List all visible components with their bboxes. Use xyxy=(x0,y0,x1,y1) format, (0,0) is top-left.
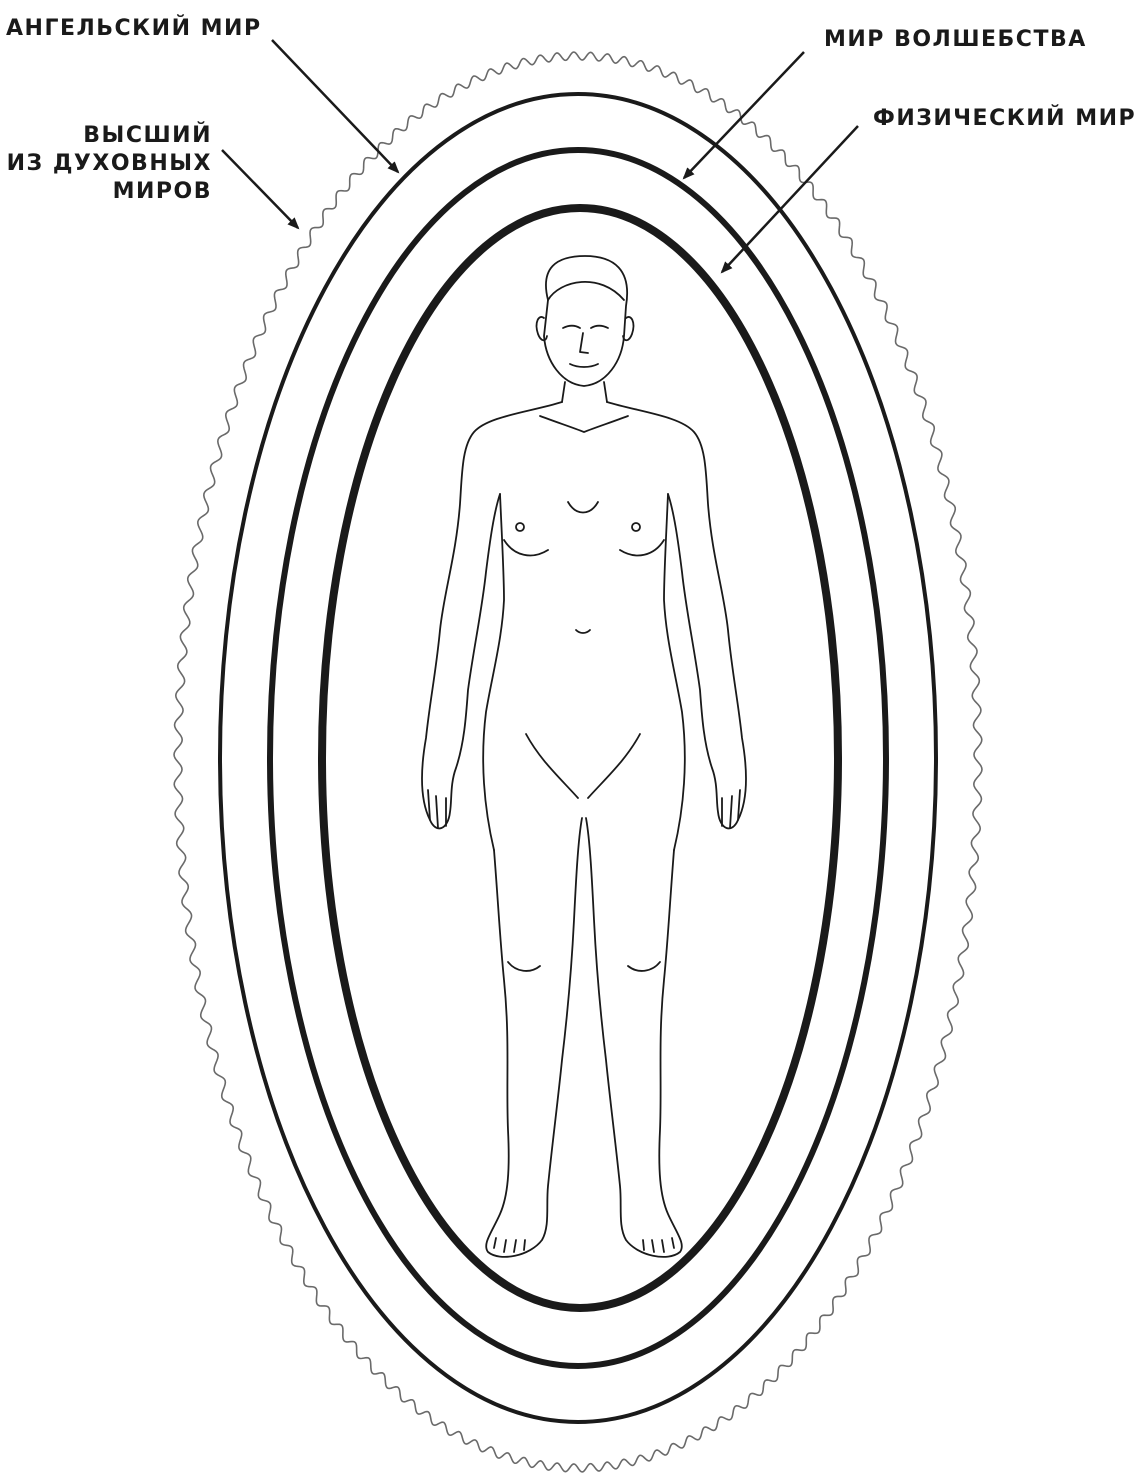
label-world-of-magic: МИР ВОЛШЕБСТВА xyxy=(824,26,1087,54)
label-physical-world: ФИЗИЧЕСКИЙ МИР xyxy=(873,105,1136,133)
figure-torso xyxy=(483,494,504,850)
physical-world-ring xyxy=(322,208,838,1308)
label-highest-spiritual-world: ВЫСШИЙ ИЗ ДУХОВНЫХ МИРОВ xyxy=(6,122,212,206)
label-highest-line3: МИРОВ xyxy=(6,178,212,206)
angelic-world-ring xyxy=(220,94,936,1422)
label-highest-line2: ИЗ ДУХОВНЫХ xyxy=(6,150,212,178)
arrow-highest-spiritual xyxy=(222,150,298,228)
highest-spiritual-world-boundary xyxy=(174,52,982,1472)
human-figure xyxy=(422,256,746,1257)
figure-left-arm xyxy=(422,402,562,828)
arrow-angelic-world xyxy=(272,40,398,172)
figure-left-leg xyxy=(486,818,582,1257)
label-highest-line1: ВЫСШИЙ xyxy=(6,122,212,150)
figure-right-arm xyxy=(607,402,746,828)
arrow-physical-world xyxy=(722,126,858,272)
label-angelic-world: АНГЕЛЬСКИЙ МИР xyxy=(6,15,262,43)
figure-right-leg xyxy=(586,818,682,1257)
magic-world-ring xyxy=(270,150,886,1366)
